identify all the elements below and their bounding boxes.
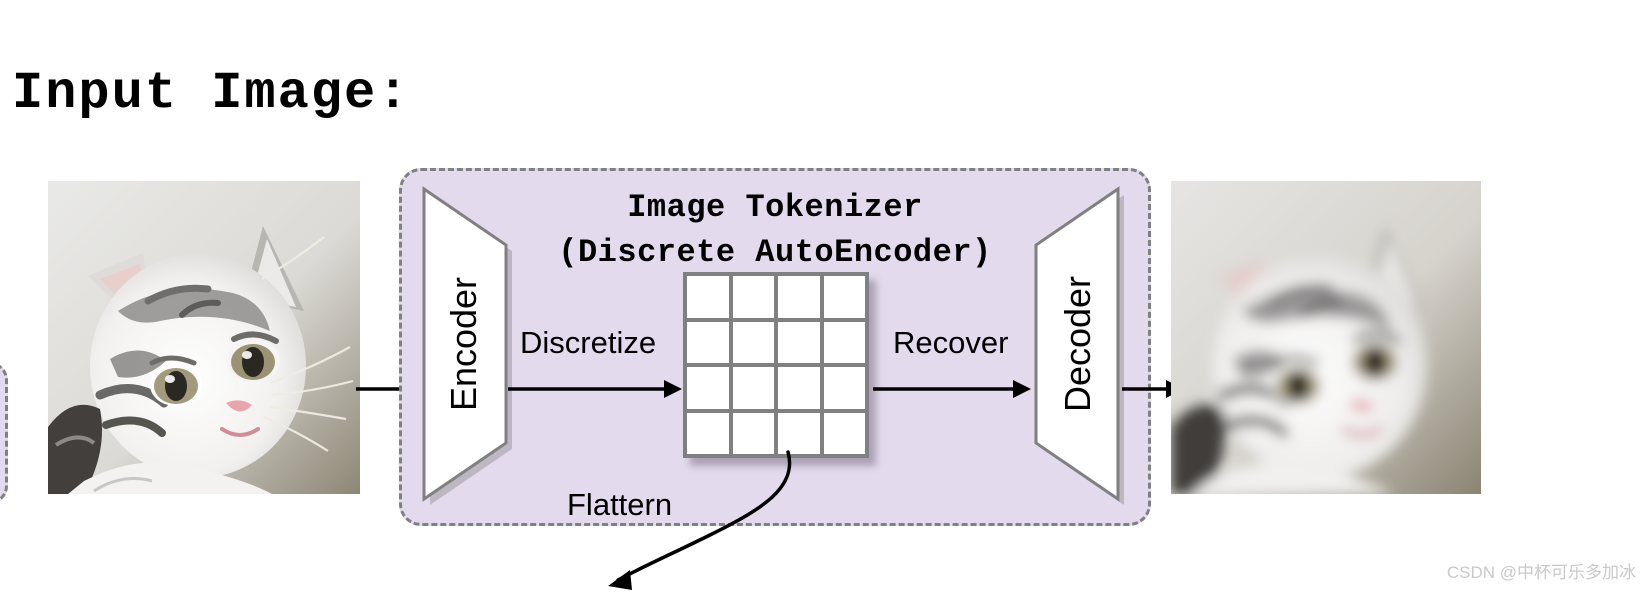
token-cell bbox=[732, 412, 774, 454]
encoder-label: Encoder bbox=[443, 276, 484, 412]
token-cell bbox=[778, 321, 820, 363]
token-cell bbox=[687, 412, 729, 454]
token-cell bbox=[687, 276, 729, 318]
arrow-discretize bbox=[508, 378, 684, 400]
token-cell bbox=[823, 276, 865, 318]
token-cell bbox=[778, 412, 820, 454]
token-cell bbox=[778, 367, 820, 409]
token-cell bbox=[732, 276, 774, 318]
flattern-label: Flattern bbox=[567, 487, 673, 522]
page-title: Input Image: bbox=[12, 64, 411, 123]
token-cell bbox=[823, 321, 865, 363]
clipped-panel-left-edge bbox=[0, 362, 8, 504]
discretize-label: Discretize bbox=[520, 325, 657, 360]
input-cat-photo bbox=[48, 181, 360, 494]
decoder-block[interactable]: Decoder bbox=[1032, 183, 1124, 505]
watermark: CSDN @中杯可乐多加冰 bbox=[1446, 563, 1636, 582]
token-cell bbox=[687, 321, 729, 363]
arrow-flattern bbox=[592, 448, 822, 598]
reconstructed-cat-photo bbox=[1171, 181, 1481, 494]
encoder-block[interactable]: Encoder bbox=[418, 183, 512, 505]
token-cell bbox=[687, 367, 729, 409]
token-cell bbox=[778, 276, 820, 318]
decoder-label: Decoder bbox=[1057, 275, 1098, 413]
token-cell bbox=[732, 321, 774, 363]
token-grid bbox=[683, 272, 869, 458]
input-cat-illustration bbox=[48, 181, 360, 494]
token-cell bbox=[823, 367, 865, 409]
token-cell bbox=[823, 412, 865, 454]
arrow-recover bbox=[873, 378, 1033, 400]
recover-label: Recover bbox=[893, 325, 1009, 360]
tokenizer-title: Image Tokenizer (Discrete AutoEncoder) bbox=[558, 189, 992, 272]
token-cell bbox=[732, 367, 774, 409]
reconstructed-cat-illustration bbox=[1171, 181, 1481, 494]
